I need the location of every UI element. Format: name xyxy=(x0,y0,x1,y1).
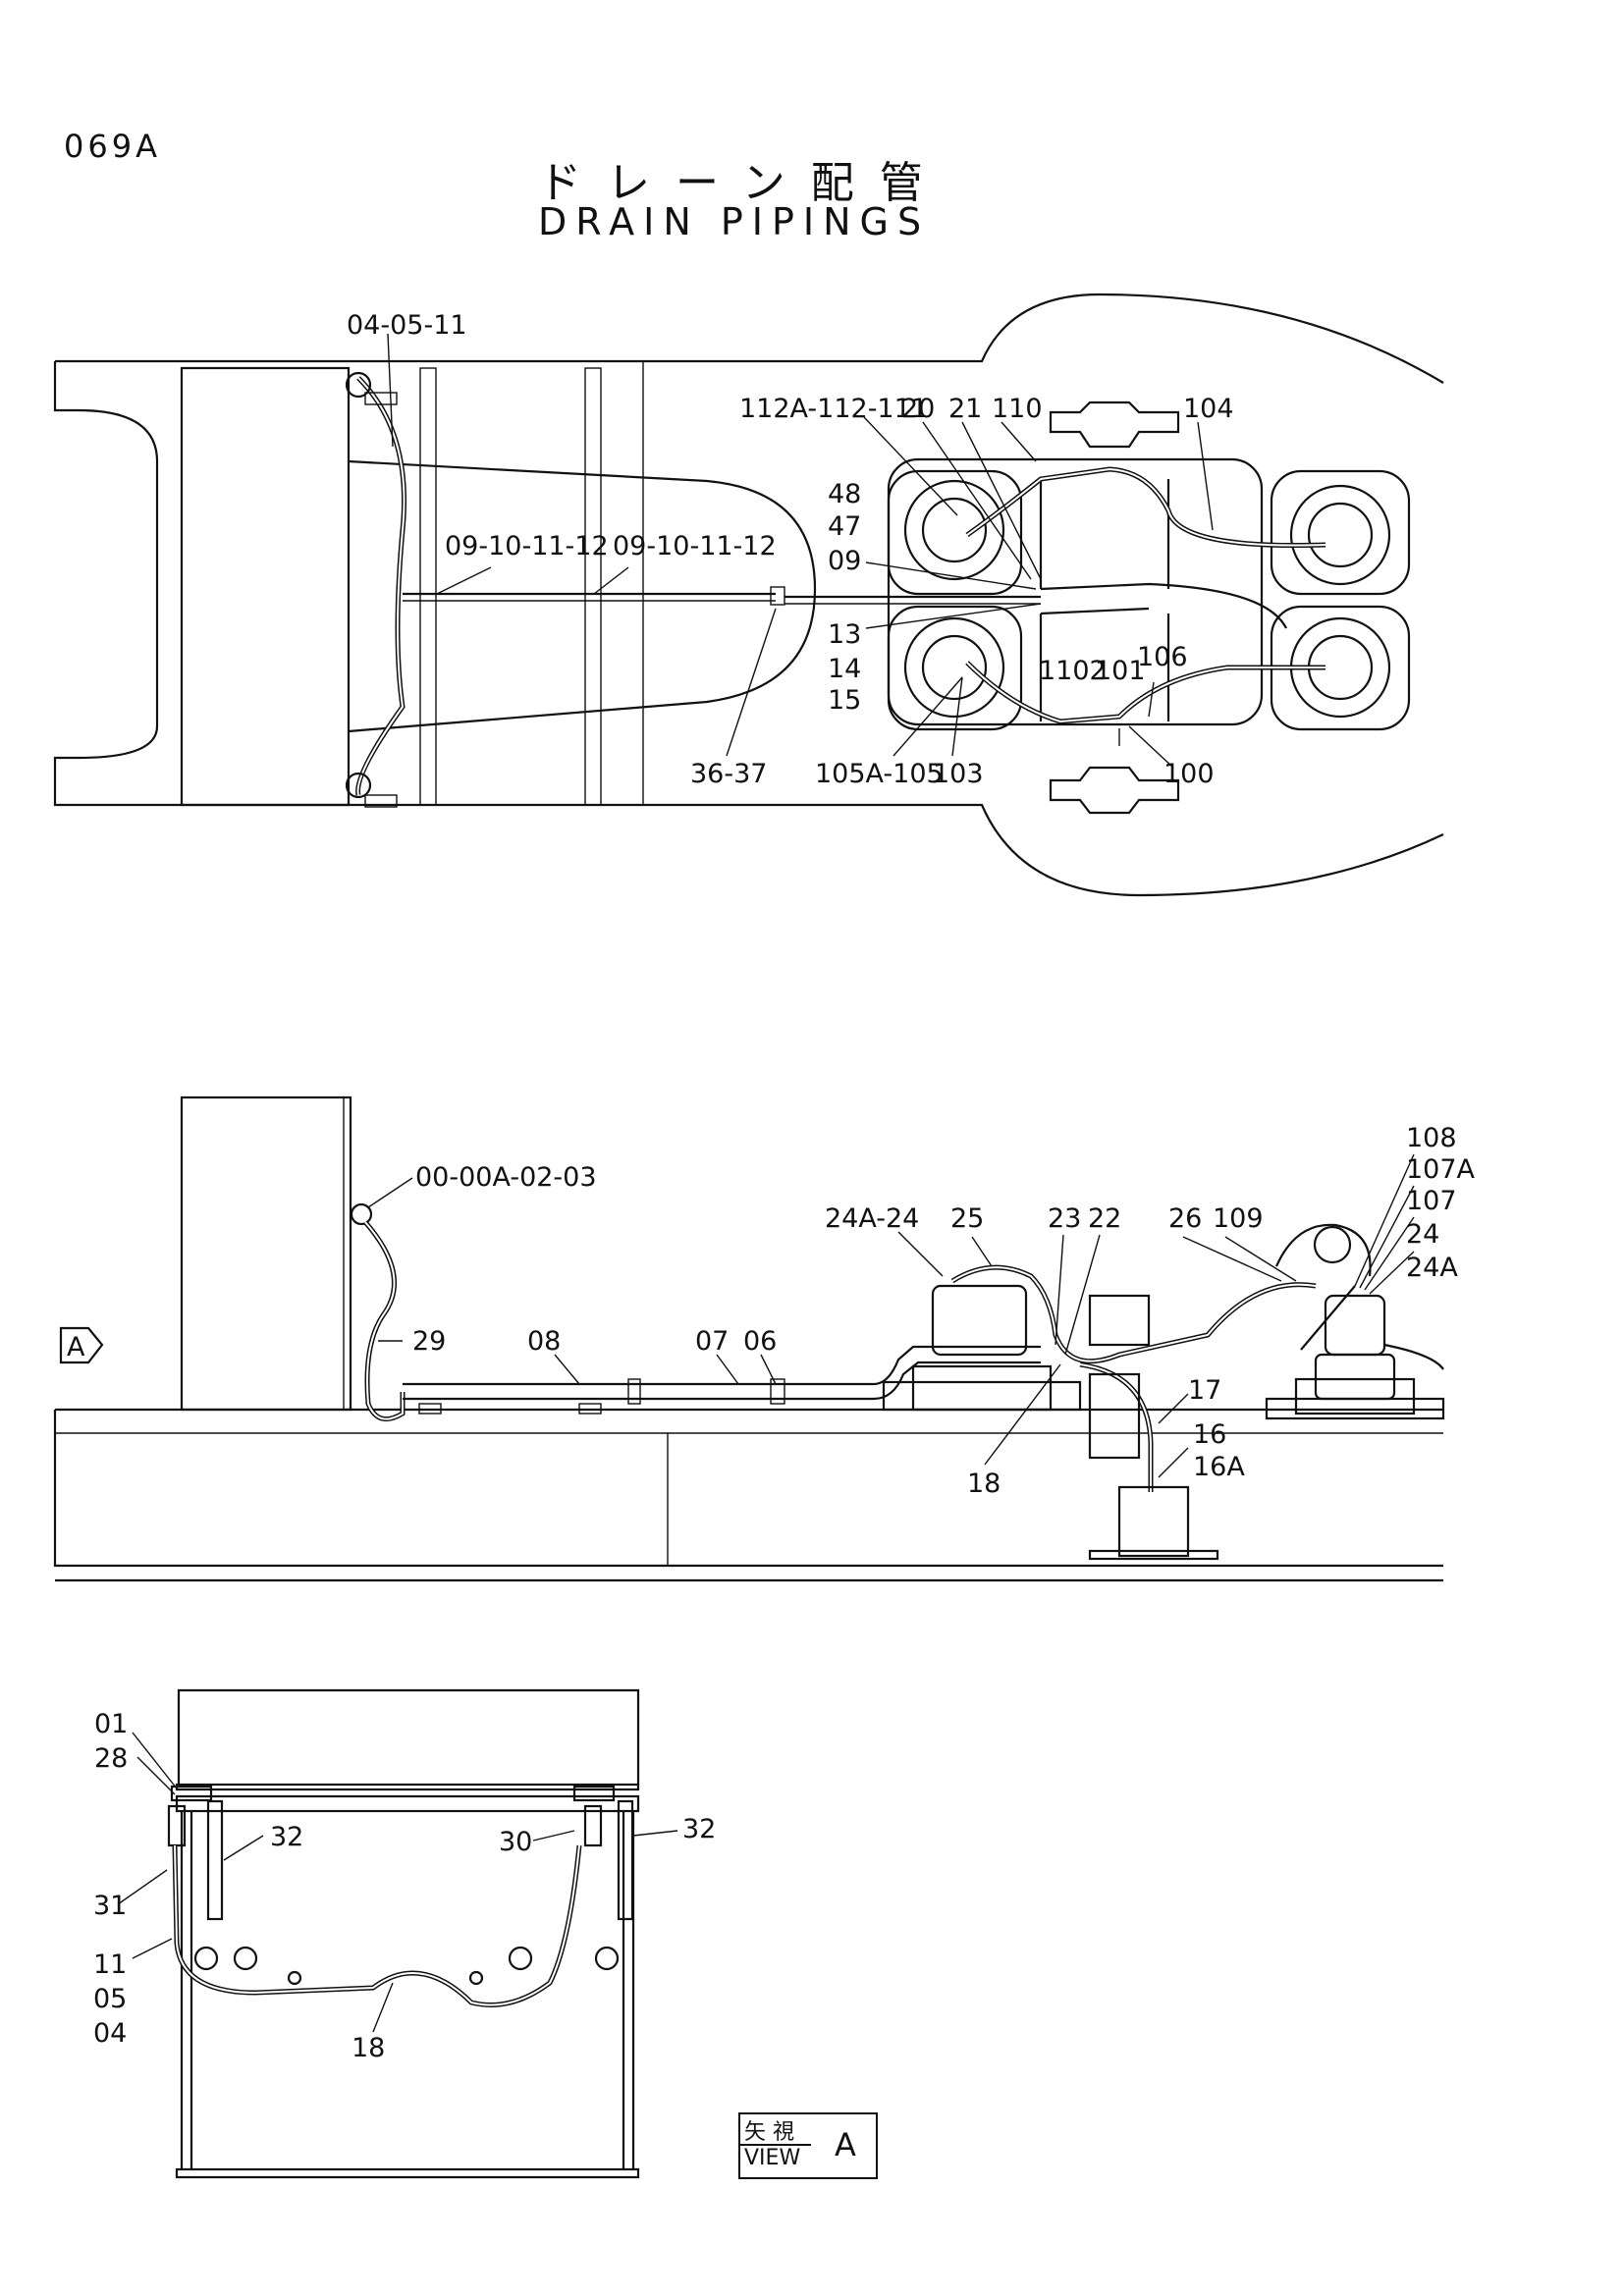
label: 09-10-11-12 xyxy=(445,531,609,561)
label: 16A xyxy=(1193,1452,1245,1482)
label: 23 xyxy=(1048,1203,1081,1234)
label: 09 xyxy=(828,546,861,576)
right-filter-head xyxy=(572,1785,616,1802)
label: 101 xyxy=(1095,656,1146,686)
title-english: DRAIN PIPINGS xyxy=(538,200,931,243)
label: 36-37 xyxy=(690,759,767,789)
view-a-leaders xyxy=(117,1732,678,2033)
top-view-labels: 04-05-11 09-10-11-12 09-10-11-12 36-37 1… xyxy=(347,310,1234,789)
tank-block xyxy=(180,1095,352,1412)
label: 16 xyxy=(1193,1419,1226,1450)
view-arrow xyxy=(59,1326,104,1364)
top-view-leaders xyxy=(387,333,1214,769)
label: 107 xyxy=(1406,1186,1457,1216)
view-a-caption: 矢 視 VIEW A xyxy=(738,2112,878,2179)
center-body xyxy=(348,459,817,733)
label: 110 xyxy=(992,394,1043,424)
frame-top-edge xyxy=(55,293,1444,384)
label: 28 xyxy=(94,1743,128,1774)
side-view-drawing: A xyxy=(53,1095,1445,1582)
label: 24A-24 xyxy=(825,1203,919,1234)
side-view-labels: 00-00A-02-03 29 08 07 06 24A-24 25 23 22… xyxy=(412,1123,1476,1499)
label: 48 xyxy=(828,479,861,509)
view-caption-jp: 矢 視 xyxy=(744,2120,794,2145)
label: 29 xyxy=(412,1326,446,1357)
label: 07 xyxy=(695,1326,729,1357)
view-a-drawing xyxy=(167,1688,640,2179)
label: 105A-105 xyxy=(815,759,944,789)
label: 17 xyxy=(1188,1375,1221,1406)
frame-left-end xyxy=(53,361,182,807)
label: 1102 xyxy=(1039,656,1107,686)
label: 100 xyxy=(1163,759,1215,789)
label: 09-10-11-12 xyxy=(613,531,777,561)
cross-member-1 xyxy=(419,367,437,806)
label: 20 xyxy=(901,394,935,424)
top-view-drawing xyxy=(53,293,1444,897)
label: 25 xyxy=(950,1203,984,1234)
label: 104 xyxy=(1183,394,1234,424)
label: 103 xyxy=(933,759,984,789)
label: 05 xyxy=(93,1984,127,2014)
label: 04 xyxy=(93,2018,127,2049)
label: 24A xyxy=(1406,1253,1458,1283)
label: 08 xyxy=(527,1326,561,1357)
label: 106 xyxy=(1137,642,1188,672)
rear-block xyxy=(180,366,351,807)
label: 107A xyxy=(1406,1154,1476,1185)
label: 13 xyxy=(828,619,861,650)
label: 30 xyxy=(499,1827,532,1857)
label: 21 xyxy=(948,394,982,424)
label: 24 xyxy=(1406,1219,1439,1250)
label: 14 xyxy=(828,654,861,684)
label: 06 xyxy=(743,1326,777,1357)
label: 15 xyxy=(828,685,861,716)
frame-bottom-edge xyxy=(182,803,1444,897)
side-view-leaders xyxy=(367,1153,1415,1478)
view-a-labels: 01 28 32 31 11 05 04 30 32 18 xyxy=(93,1709,716,2063)
label: 32 xyxy=(270,1822,303,1852)
label: 11 xyxy=(93,1949,127,1980)
page-code: 069A xyxy=(64,128,161,165)
cross-member-2 xyxy=(584,367,602,806)
label: 32 xyxy=(682,1814,716,1844)
title-japanese: ドレーン配管 xyxy=(538,158,948,208)
label: 00-00A-02-03 xyxy=(415,1162,597,1193)
caption-divider xyxy=(740,2144,811,2146)
label: 26 xyxy=(1168,1203,1202,1234)
label: 108 xyxy=(1406,1123,1457,1153)
view-caption-letter: A xyxy=(835,2126,856,2163)
view-arrow-label: A xyxy=(67,1332,85,1362)
view-caption-en: VIEW xyxy=(744,2146,801,2170)
label: 109 xyxy=(1213,1203,1264,1234)
label: 112A-112-111 xyxy=(739,394,928,424)
label: 18 xyxy=(352,2033,385,2063)
label: 47 xyxy=(828,511,861,542)
label: 18 xyxy=(967,1468,1001,1499)
label: 31 xyxy=(93,1891,127,1921)
label: 22 xyxy=(1088,1203,1121,1234)
left-filter-head xyxy=(170,1785,213,1802)
label: 01 xyxy=(94,1709,128,1739)
lower-frame xyxy=(53,1408,1443,1582)
label: 04-05-11 xyxy=(347,310,467,341)
